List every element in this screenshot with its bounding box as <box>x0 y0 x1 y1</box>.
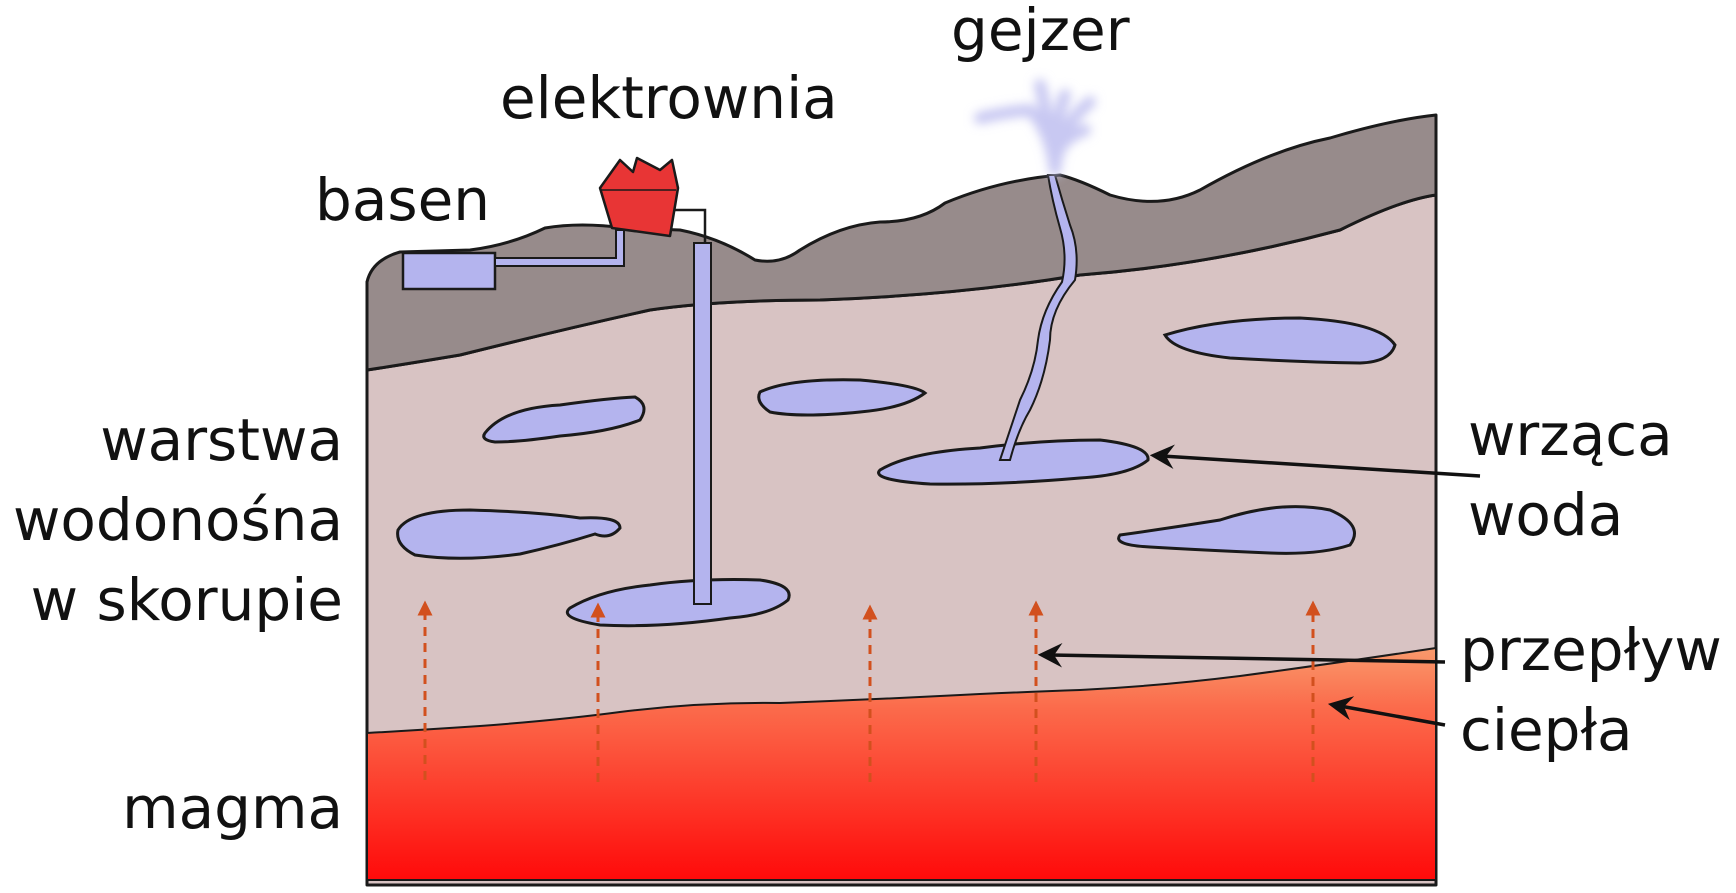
boiling-water-pocket <box>877 438 1150 486</box>
geyser-channel <box>998 174 1078 461</box>
water-pocket-4 <box>396 508 622 560</box>
label-boiling-line2: woda <box>1468 481 1623 549</box>
label-boiling-line1: wrząca <box>1468 401 1673 469</box>
plant-connector <box>670 208 707 243</box>
label-geyser: gejzer <box>951 0 1130 64</box>
pointer-magma-surface <box>1327 696 1446 727</box>
well-pipe <box>693 242 712 605</box>
pointer-boiling-water <box>1149 444 1481 478</box>
label-pool: basen <box>315 166 490 234</box>
heat-flow-arrows <box>417 600 1321 782</box>
water-pocket-6 <box>565 578 791 628</box>
topsoil-layer <box>365 113 1438 372</box>
power-plant-icon <box>598 156 680 238</box>
label-magma: magma <box>122 774 343 842</box>
magma-layer <box>366 646 1437 881</box>
water-pocket-3 <box>1162 316 1397 365</box>
label-aquifer-line2: wodonośna <box>13 486 343 554</box>
label-heatflow-line2: ciepła <box>1460 696 1633 764</box>
pointer-heat-flow <box>1037 642 1446 668</box>
label-power-plant: elektrownia <box>500 64 838 132</box>
water-pocket-2 <box>757 378 928 417</box>
water-pocket-1 <box>482 395 646 444</box>
water-pocket-5 <box>1117 505 1356 555</box>
geyser-steam <box>974 79 1096 176</box>
pool <box>401 251 497 291</box>
label-heatflow-line1: przepływ <box>1460 616 1722 684</box>
label-aquifer-line1: warstwa <box>100 406 343 474</box>
label-aquifer-line3: w skorupie <box>31 566 343 634</box>
